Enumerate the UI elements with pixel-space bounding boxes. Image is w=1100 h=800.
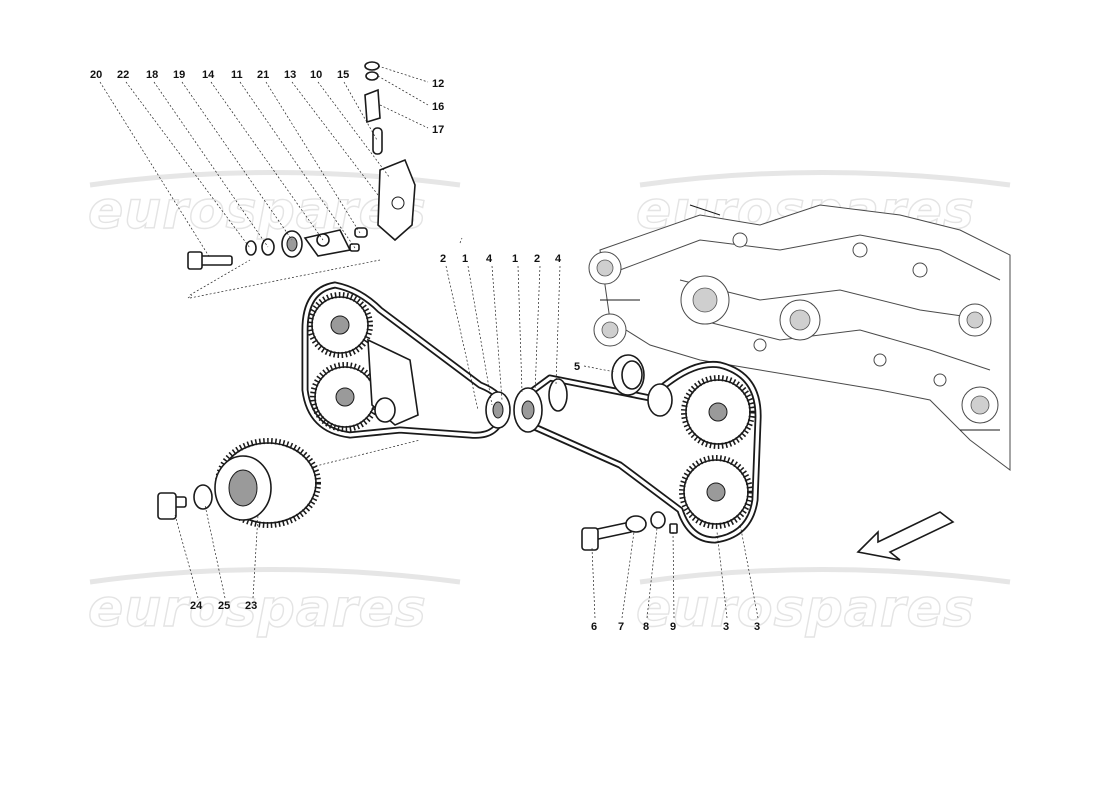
- pulley-bolt-set: [581, 511, 678, 551]
- callout-7: 7: [618, 621, 624, 633]
- callout-8: 8: [643, 621, 649, 633]
- seal-ring: [611, 354, 645, 396]
- callout-15: 15: [337, 69, 349, 81]
- arrow-icon: [856, 511, 955, 561]
- callout-13: 13: [284, 69, 296, 81]
- callout-5: 5: [574, 361, 580, 373]
- leader-lines: [99, 65, 759, 619]
- watermark-bottom-right: eurospares: [636, 579, 975, 639]
- callout-24: 24: [190, 600, 203, 612]
- watermark-top-left: eurospares: [88, 181, 427, 241]
- watermark-bottom-left: eurospares: [88, 579, 427, 639]
- tensioner-assembly: [187, 61, 416, 270]
- callout-22: 22: [117, 69, 129, 81]
- callout-10: 10: [310, 69, 322, 81]
- callout-12: 12: [432, 78, 444, 90]
- callout-14: 14: [202, 69, 215, 81]
- callout-3-right: 3: [754, 621, 760, 633]
- callout-2-left: 2: [440, 253, 446, 265]
- callout-3-left: 3: [723, 621, 729, 633]
- callout-16: 16: [432, 101, 444, 113]
- callout-20: 20: [90, 69, 102, 81]
- callout-2-right: 2: [534, 253, 540, 265]
- callout-19: 19: [173, 69, 185, 81]
- callout-23: 23: [245, 600, 257, 612]
- callout-11: 11: [231, 69, 243, 81]
- callout-1-left: 1: [462, 253, 468, 265]
- callout-21: 21: [257, 69, 269, 81]
- callout-4-right: 4: [555, 253, 562, 265]
- callout-1-right: 1: [512, 253, 518, 265]
- callout-9: 9: [670, 621, 676, 633]
- left-timing-belt: [301, 281, 511, 439]
- right-timing-belt: [513, 360, 762, 544]
- callout-25: 25: [218, 600, 230, 612]
- callout-4-left: 4: [486, 253, 493, 265]
- callout-17: 17: [432, 124, 444, 136]
- callout-labels: 20 22 18 19 14 11 21 13 10 15 12 16 17 2…: [90, 69, 760, 633]
- engine-block: [588, 204, 1011, 471]
- callout-6: 6: [591, 621, 597, 633]
- crankshaft-pulley: [157, 438, 321, 528]
- callout-18: 18: [146, 69, 158, 81]
